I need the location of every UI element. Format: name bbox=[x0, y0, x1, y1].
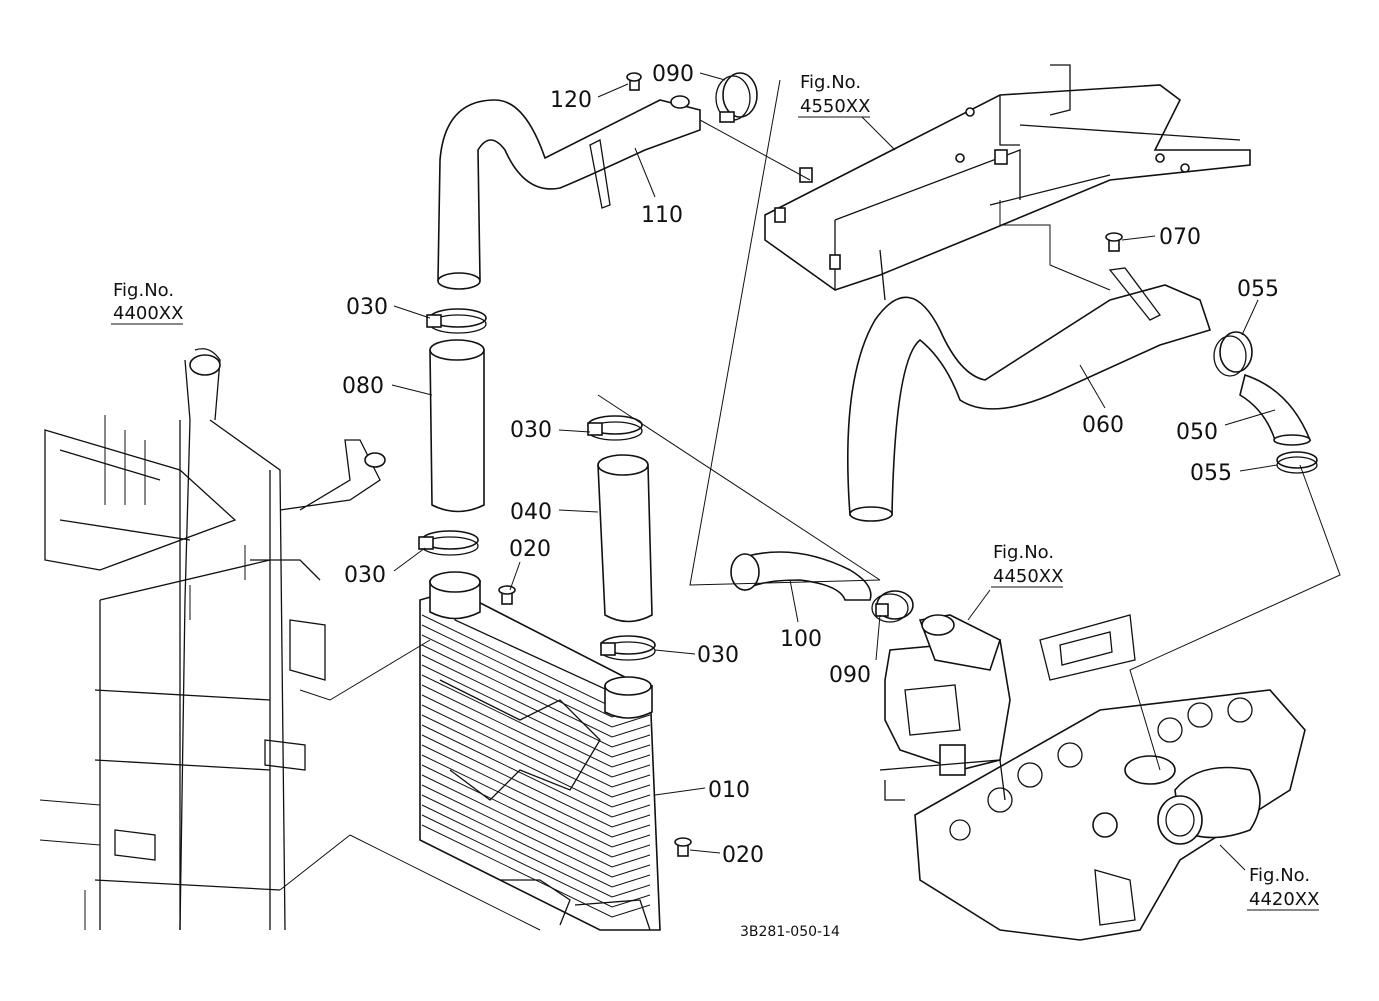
callout-100: 100 bbox=[780, 627, 822, 652]
engine-head bbox=[879, 614, 1306, 941]
callout-055-upper: 055 bbox=[1237, 277, 1279, 302]
figure-ref-4550: Fig.No. 4550XX bbox=[798, 72, 870, 118]
figure-ref-4420: Fig.No. 4420XX bbox=[1247, 865, 1319, 911]
cooling-fin bbox=[421, 714, 651, 808]
fig-ref-4400-line1: Fig.No. bbox=[113, 280, 174, 301]
intercooler-core bbox=[419, 589, 661, 931]
callout-060: 060 bbox=[1082, 413, 1124, 438]
radiator-frame bbox=[39, 348, 386, 931]
callout-120: 120 bbox=[550, 88, 592, 113]
cooling-fin bbox=[421, 774, 651, 868]
cooling-fin bbox=[421, 794, 651, 888]
clamp-030-lower bbox=[418, 530, 479, 556]
fig-ref-4400-line2: 4400XX bbox=[113, 303, 183, 324]
callout-090-upper: 090 bbox=[652, 62, 694, 87]
engine-frame bbox=[764, 64, 1251, 301]
callout-110: 110 bbox=[641, 203, 683, 228]
fig-ref-4550-line2: 4550XX bbox=[800, 96, 870, 117]
clamp-030-mid-upper bbox=[587, 415, 643, 441]
callout-090-lower: 090 bbox=[829, 663, 871, 688]
cooling-fin bbox=[421, 764, 651, 858]
callout-030-mid-upper: 030 bbox=[510, 418, 552, 443]
fig-ref-4420-line2: 4420XX bbox=[1249, 889, 1319, 910]
cooling-fin bbox=[421, 684, 651, 778]
fig-ref-4420-line1: Fig.No. bbox=[1249, 865, 1310, 886]
clamp-055-lower bbox=[1276, 451, 1318, 474]
callout-050: 050 bbox=[1176, 420, 1218, 445]
cooling-fin bbox=[421, 694, 651, 788]
intercooler-outlet-port bbox=[604, 676, 653, 719]
pipe-060 bbox=[847, 267, 1212, 522]
cooling-fin bbox=[421, 644, 651, 738]
cooling-fin bbox=[421, 784, 651, 878]
cooling-fin bbox=[421, 664, 651, 758]
figure-ref-4400: Fig.No. 4400XX bbox=[111, 280, 183, 325]
callout-030-mid-lower: 030 bbox=[697, 643, 739, 668]
bolt-020-lower bbox=[674, 837, 692, 857]
cooling-fin bbox=[421, 704, 651, 798]
hose-040 bbox=[597, 454, 653, 623]
callout-040: 040 bbox=[510, 500, 552, 525]
callout-030-top: 030 bbox=[346, 295, 388, 320]
callout-020-lower: 020 bbox=[722, 843, 764, 868]
elbow-100 bbox=[730, 551, 872, 601]
cooling-fin bbox=[421, 744, 651, 838]
callout-055-lower: 055 bbox=[1190, 461, 1232, 486]
callout-080: 080 bbox=[342, 374, 384, 399]
cooling-fin bbox=[421, 824, 651, 918]
callout-070: 070 bbox=[1159, 225, 1201, 250]
clamp-030-upper bbox=[426, 308, 487, 334]
intercooler-inlet-port bbox=[429, 571, 481, 620]
cooling-fin bbox=[421, 724, 651, 818]
clamp-090-upper bbox=[715, 72, 758, 123]
callout-030-left-lower: 030 bbox=[344, 563, 386, 588]
callout-020-upper: 020 bbox=[509, 537, 551, 562]
drawing-code: 3B281-050-14 bbox=[740, 924, 840, 940]
bolt-020-upper bbox=[498, 585, 516, 605]
fig-ref-4550-line1: Fig.No. bbox=[800, 72, 861, 93]
callout-010: 010 bbox=[708, 778, 750, 803]
fig-ref-4450-line2: 4450XX bbox=[993, 566, 1063, 587]
callout-labels: 120 090 110 030 080 030 020 030 040 030 … bbox=[342, 62, 1279, 868]
cooling-fin bbox=[421, 634, 651, 728]
figure-ref-4450: Fig.No. 4450XX bbox=[991, 542, 1063, 588]
cooling-fin bbox=[421, 754, 651, 848]
reference-lines bbox=[279, 79, 1341, 931]
clamp-090-lower bbox=[871, 590, 914, 623]
callout-leaders bbox=[391, 72, 1278, 871]
cooling-fin bbox=[421, 814, 651, 908]
throttle-body bbox=[884, 614, 1011, 776]
bolt-120 bbox=[626, 72, 642, 91]
clamp-030-mid-lower bbox=[600, 635, 656, 661]
pipe-110 bbox=[437, 95, 701, 290]
elbow-050 bbox=[1239, 373, 1312, 446]
cooling-fin bbox=[421, 674, 651, 768]
bolt-070 bbox=[1105, 232, 1123, 252]
cooling-fin bbox=[421, 654, 651, 748]
cooling-fin bbox=[421, 734, 651, 828]
cooling-fin bbox=[421, 804, 651, 898]
hose-080 bbox=[429, 339, 485, 513]
fig-ref-4450-line1: Fig.No. bbox=[993, 542, 1054, 563]
clamp-055-upper bbox=[1213, 331, 1253, 377]
